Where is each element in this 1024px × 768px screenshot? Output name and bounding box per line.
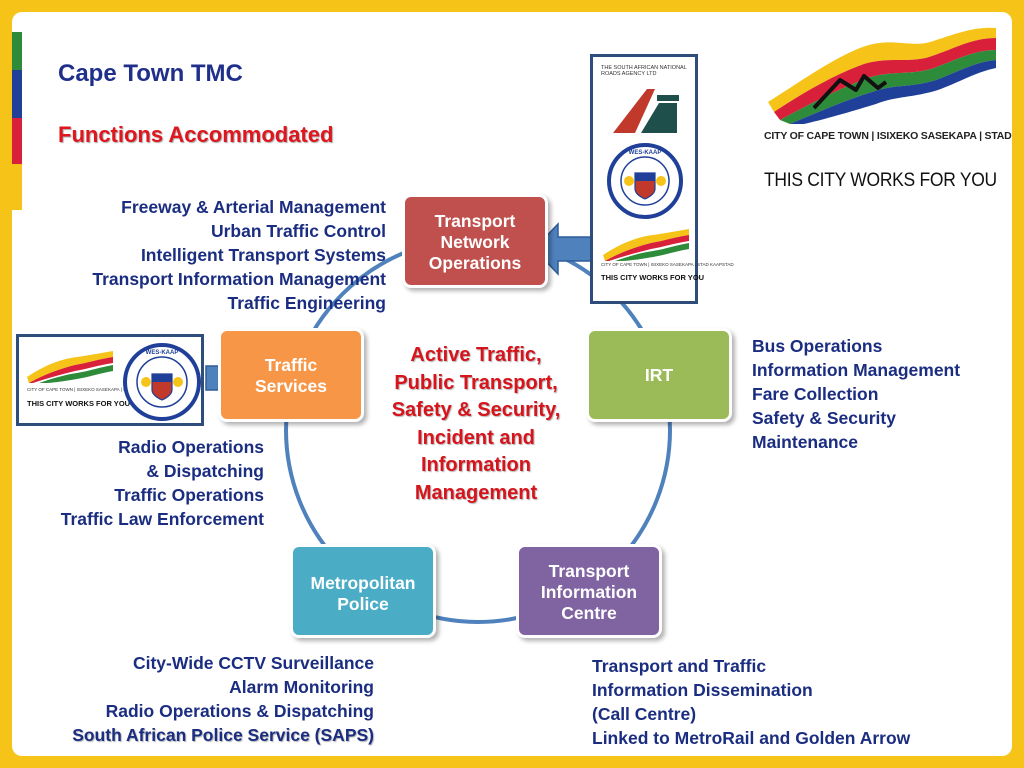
flag-stripe-red (12, 118, 22, 164)
city-mini-logo-icon (27, 351, 113, 383)
city-logo-mountain-icon (768, 27, 996, 124)
list-item: (Call Centre) (592, 704, 697, 724)
node-label-line: Police (337, 594, 389, 614)
node-label-line: Information (540, 582, 638, 602)
list-item: Information Management (752, 360, 961, 380)
mini-city-slogan: THIS CITY WORKS FOR YOU (27, 399, 131, 408)
node-irt: IRT (586, 328, 732, 422)
list-item: Traffic Engineering (227, 293, 387, 313)
node-transport-information-centre: Transport Information Centre (516, 544, 662, 638)
node-label-line: IRT (644, 365, 674, 385)
center-line: Safety & Security, (391, 399, 561, 421)
list-item: City-Wide CCTV Surveillance (132, 653, 374, 673)
center-line: Information (421, 454, 531, 476)
list-info-centre: Transport and Traffic Information Dissem… (592, 654, 910, 750)
flag-stripe-blue (12, 70, 22, 118)
list-network-operations: Freeway & Arterial Management Urban Traf… (92, 195, 386, 315)
list-irt: Bus Operations Information Management Fa… (752, 334, 960, 454)
city-logo-slogan: THIS CITY WORKS FOR YOU (764, 170, 997, 191)
list-item: Urban Traffic Control (210, 221, 386, 241)
list-item: Traffic Law Enforcement (60, 509, 264, 529)
sanral-logo-icon (613, 89, 679, 133)
mini-city-caption: CITY OF CAPE TOWN | ISIXEKO SASEKAPA | S… (27, 387, 160, 392)
list-item: Fare Collection (752, 384, 879, 404)
list-metro-police: City-Wide CCTV Surveillance Alarm Monito… (72, 651, 374, 747)
node-label-line: Transport (548, 561, 630, 581)
node-label-line: Centre (561, 603, 617, 623)
list-item: & Dispatching (146, 461, 264, 481)
city-logo-caption: CITY OF CAPE TOWN | ISIXEKO SASEKAPA | S… (764, 130, 1012, 142)
node-traffic-services: Traffic Services (218, 328, 364, 422)
page-title: Cape Town TMC (58, 60, 243, 87)
node-label-line: Operations (428, 253, 522, 273)
node-label-line: Network (440, 232, 510, 252)
list-item: Transport Information Management (92, 269, 386, 289)
node-label-line: Transport (434, 211, 516, 231)
list-item: Traffic Operations (114, 485, 264, 505)
mini-city-slogan: THIS CITY WORKS FOR YOU (601, 273, 705, 282)
list-item: Alarm Monitoring (229, 677, 374, 697)
logo-stack-box: THE SOUTH AFRICAN NATIONAL ROADS AGENCY … (590, 54, 734, 304)
city-logo: CITY OF CAPE TOWN | ISIXEKO SASEKAPA | S… (760, 20, 1012, 200)
seal-text: WES-KAAP (629, 150, 662, 156)
list-item: Radio Operations (118, 437, 264, 457)
list-item: Transport and Traffic (592, 656, 767, 676)
list-item: Intelligent Transport Systems (140, 245, 386, 265)
node-transport-network-operations: Transport Network Operations (402, 194, 548, 288)
list-item: South African Police Service (SAPS) (72, 725, 374, 745)
flag-stripe-yellow (12, 164, 22, 210)
node-label-line: Services (254, 376, 327, 396)
logo-box-left: CITY OF CAPE TOWN | ISIXEKO SASEKAPA | S… (16, 334, 204, 426)
list-item: Freeway & Arterial Management (121, 197, 386, 217)
city-mini-logo-icon (603, 229, 689, 261)
list-item: Safety & Security (752, 408, 896, 428)
node-label-line: Metropolitan (310, 573, 416, 593)
slide: Cape Town TMC Functions Accommodated Tra… (12, 12, 1012, 756)
list-item: Information Dissemination (592, 680, 813, 700)
list-traffic-services: Radio Operations & Dispatching Traffic O… (61, 435, 264, 531)
center-line: Public Transport, (394, 371, 558, 394)
list-item: Linked to MetroRail and Golden Arrow (592, 728, 911, 748)
mini-city-caption: CITY OF CAPE TOWN | ISIXEKO SASEKAPA | S… (601, 262, 734, 267)
node-label-line: Traffic (264, 355, 318, 375)
list-item: Bus Operations (752, 336, 883, 356)
sanral-caption: THE SOUTH AFRICAN NATIONAL ROADS AGENCY … (601, 65, 687, 77)
center-caption: Active Traffic, Public Transport, Safety… (374, 342, 578, 507)
list-item: Radio Operations & Dispatching (105, 701, 374, 721)
seal-text: WES-KAAP (146, 350, 179, 356)
center-line: Active Traffic, (410, 344, 542, 366)
center-line: Incident and (417, 426, 535, 449)
center-line: Management (414, 481, 538, 504)
western-cape-seal-icon: WES-KAAP (607, 143, 683, 219)
list-item: Maintenance (752, 432, 858, 452)
page-subtitle: Functions Accommodated (58, 122, 334, 147)
western-cape-seal-icon: WES-KAAP (123, 343, 201, 421)
node-metropolitan-police: Metropolitan Police (290, 544, 436, 638)
flag-stripe-green (12, 32, 22, 70)
